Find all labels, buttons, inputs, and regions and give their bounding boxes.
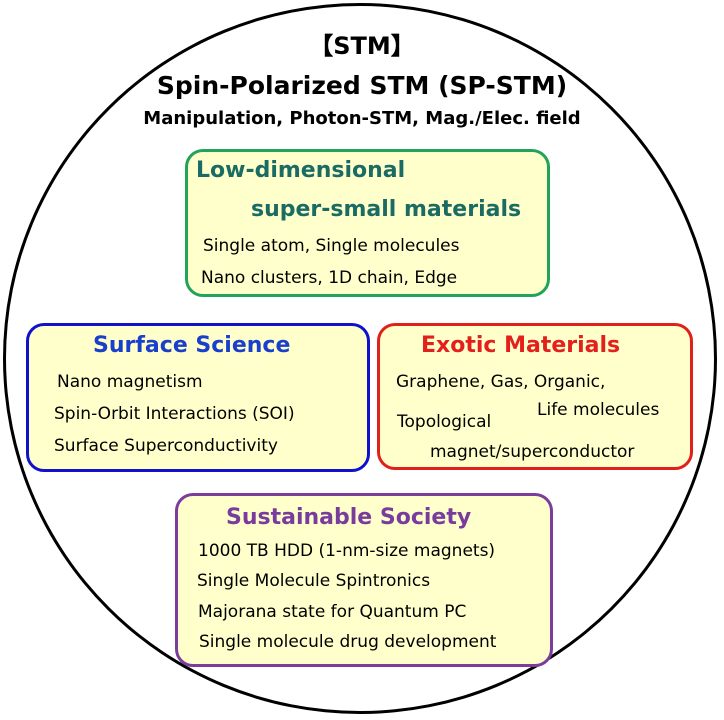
exotic-materials-item: magnet/superconductor xyxy=(430,442,635,462)
sustainable-society-title: Sustainable Society xyxy=(226,505,472,530)
exotic-materials-item: Graphene, Gas, Organic, xyxy=(396,372,606,392)
surface-science-title: Surface Science xyxy=(93,333,291,358)
exotic-materials-box xyxy=(377,323,693,470)
surface-science-box xyxy=(26,323,370,472)
low-dimensional-title-line1: Low-dimensional xyxy=(196,158,406,183)
sustainable-society-item: Majorana state for Quantum PC xyxy=(198,602,467,622)
exotic-materials-item: Topological xyxy=(397,412,492,432)
sustainable-society-item: Single molecule drug development xyxy=(199,632,497,652)
low-dimensional-title-line2: super-small materials xyxy=(251,197,522,222)
header-subtitle: Manipulation, Photon-STM, Mag./Elec. fie… xyxy=(143,108,581,129)
outer-circle xyxy=(3,3,717,714)
sustainable-society-item: 1000 TB HDD (1-nm-size magnets) xyxy=(198,541,496,561)
low-dimensional-box xyxy=(185,149,550,297)
surface-science-item: Spin-Orbit Interactions (SOI) xyxy=(54,404,295,424)
exotic-materials-title: Exotic Materials xyxy=(421,333,621,358)
header-title: Spin-Polarized STM (SP-STM) xyxy=(156,71,568,100)
header-tag: 【STM】 xyxy=(309,32,415,60)
low-dimensional-item: Nano clusters, 1D chain, Edge xyxy=(201,268,458,288)
exotic-materials-item: Life molecules xyxy=(537,400,660,420)
sustainable-society-item: Single Molecule Spintronics xyxy=(197,571,431,591)
surface-science-item: Nano magnetism xyxy=(57,372,203,392)
surface-science-item: Surface Superconductivity xyxy=(54,436,278,456)
sustainable-society-box xyxy=(175,493,553,667)
low-dimensional-item: Single atom, Single molecules xyxy=(203,236,460,256)
